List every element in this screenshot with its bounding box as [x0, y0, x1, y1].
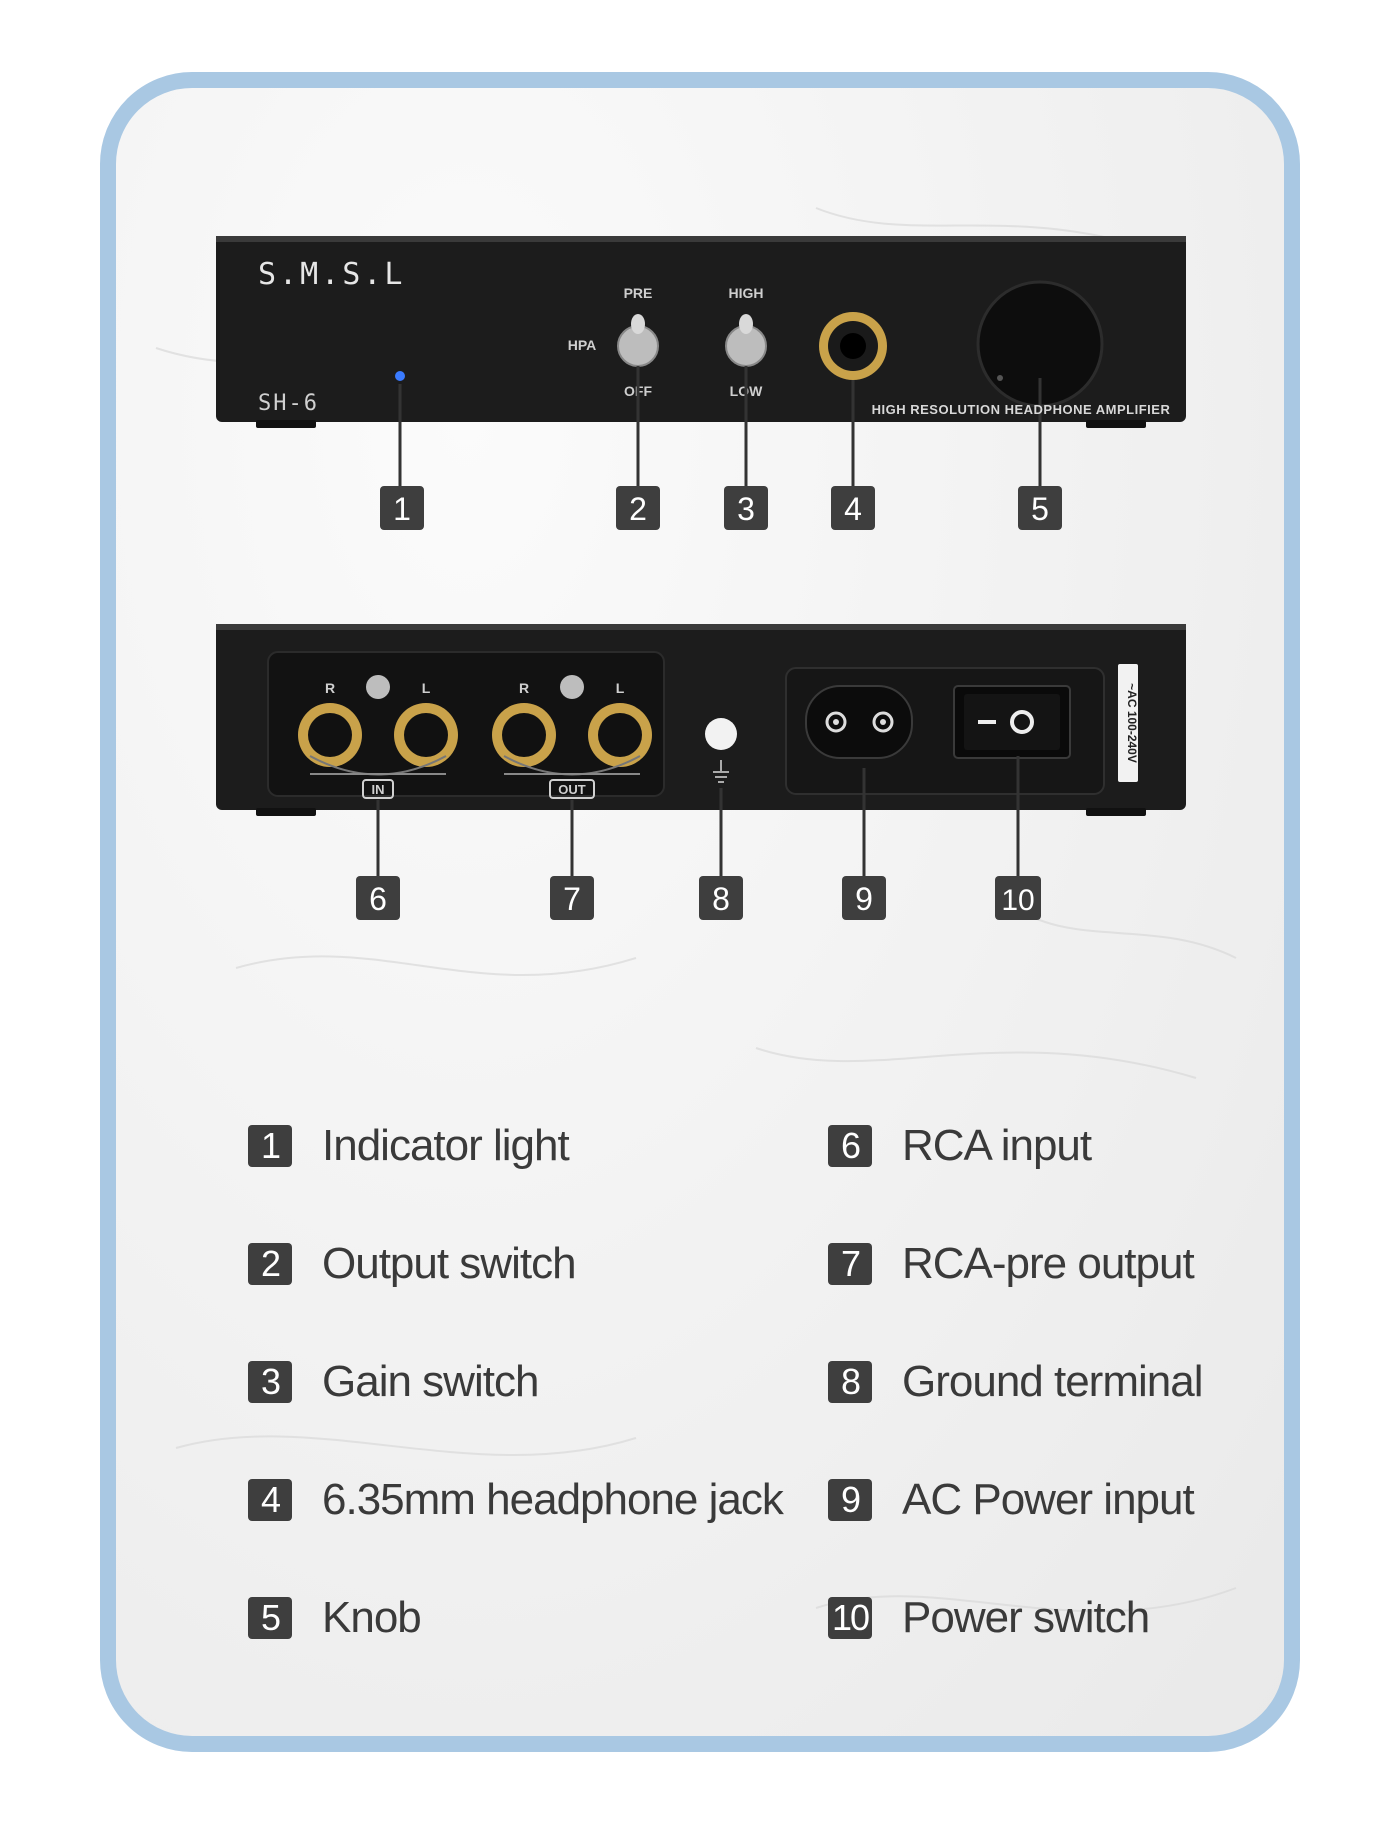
callout-3: 3 [737, 491, 755, 527]
front-panel: S.M.S.L SH-6 PRE HPA OFF HIGH LOW HIGH R… [216, 236, 1186, 488]
indicator-light [395, 371, 405, 381]
legend-label: Gain switch [322, 1357, 539, 1406]
legend-number: 1 [248, 1125, 292, 1167]
legend-item-3: 3 Gain switch [248, 1352, 539, 1412]
legend-label: Power switch [902, 1593, 1150, 1642]
legend-label: Ground terminal [902, 1357, 1203, 1406]
callout-5-badge [1018, 486, 1062, 530]
switch2-top-label: HIGH [729, 285, 764, 301]
callout-4: 4 [844, 491, 862, 527]
rca-in-left-label: L [422, 680, 431, 696]
legend-number: 3 [248, 1361, 292, 1403]
callout-badges: 1 2 3 4 5 6 7 8 9 10 [356, 486, 1062, 920]
rca-out-left-label: L [616, 680, 625, 696]
legend-label: 6.35mm headphone jack [322, 1475, 784, 1524]
callout-1: 1 [393, 491, 411, 527]
callout-4-badge [831, 486, 875, 530]
ground-icon [713, 760, 729, 783]
legend-item-4: 4 6.35mm headphone jack [248, 1470, 784, 1530]
legend-number: 6 [828, 1125, 872, 1167]
rear-callouts: 6 7 8 9 10 [356, 876, 1041, 920]
legend-number: 8 [828, 1361, 872, 1403]
callout-1-badge [380, 486, 424, 530]
legend-number: 9 [828, 1479, 872, 1521]
callout-2: 2 [629, 491, 647, 527]
product-card: S.M.S.L SH-6 PRE HPA OFF HIGH LOW HIGH R… [100, 72, 1300, 1752]
callout-7: 7 [563, 881, 581, 917]
legend-label: RCA-pre output [902, 1239, 1195, 1288]
legend-label: Output switch [322, 1239, 577, 1288]
callout-9-badge [842, 876, 886, 920]
switch1-side-label: HPA [568, 337, 597, 353]
legend-item-2: 2 Output switch [248, 1234, 577, 1294]
rca-out-label: OUT [558, 782, 586, 797]
legend-number: 2 [248, 1243, 292, 1285]
legend-item-1: 1 Indicator light [248, 1116, 570, 1176]
legend-number: 10 [828, 1597, 872, 1639]
callout-8: 8 [712, 881, 730, 917]
legend-item-6: 6 RCA input [828, 1116, 1092, 1176]
legend-item-9: 9 AC Power input [828, 1470, 1195, 1530]
callout-6-badge [356, 876, 400, 920]
ac-power-inlet[interactable] [805, 685, 913, 759]
legend-label: Indicator light [322, 1121, 570, 1170]
switch1-top-label: PRE [624, 285, 653, 301]
callout-7-badge [550, 876, 594, 920]
panel-caption: HIGH RESOLUTION HEADPHONE AMPLIFIER [872, 402, 1171, 417]
legend-item-10: 10 Power switch [828, 1588, 1150, 1648]
rear-panel: R L IN R L OUT [216, 624, 1186, 878]
legend-item-5: 5 Knob [248, 1588, 422, 1648]
callout-5: 5 [1031, 491, 1049, 527]
model-label: SH-6 [258, 391, 319, 416]
legend-label: RCA input [902, 1121, 1092, 1170]
legend-item-8: 8 Ground terminal [828, 1352, 1203, 1412]
legend-number: 4 [248, 1479, 292, 1521]
legend-item-7: 7 RCA-pre output [828, 1234, 1195, 1294]
callout-9: 9 [855, 881, 873, 917]
callout-6: 6 [369, 881, 387, 917]
callout-10: 10 [1001, 884, 1034, 917]
legend-label: AC Power input [902, 1475, 1195, 1524]
rca-in-label: IN [372, 782, 385, 797]
brand-logo: S.M.S.L [258, 257, 405, 292]
rca-out-right-label: R [519, 680, 529, 696]
callout-3-badge [724, 486, 768, 530]
legend-label: Knob [322, 1593, 422, 1642]
front-callouts: 1 2 3 4 5 [380, 486, 1062, 530]
voltage-rating: ~AC 100-240V [1125, 683, 1139, 763]
legend-number: 5 [248, 1597, 292, 1639]
callout-8-badge [699, 876, 743, 920]
legend-number: 7 [828, 1243, 872, 1285]
callout-10-badge [995, 876, 1041, 920]
ground-terminal[interactable] [705, 718, 737, 750]
rca-in-right-label: R [325, 680, 335, 696]
callout-2-badge [616, 486, 660, 530]
